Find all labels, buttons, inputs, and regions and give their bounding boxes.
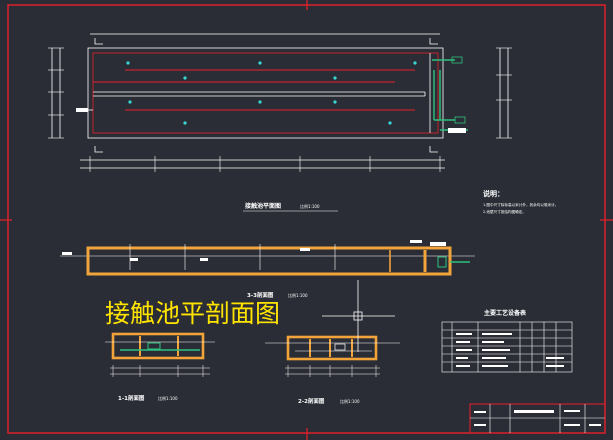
- plan-view: [48, 33, 512, 172]
- notes-line-2: 2.池壁尺寸按结构图确定。: [483, 209, 526, 214]
- title-block: [469, 403, 606, 434]
- long-section-3-3: [60, 240, 475, 276]
- title-block-entries: [474, 410, 601, 426]
- notes-line-1: 1.图中尺寸除标高以米计外，其余均以毫米计。: [483, 202, 558, 207]
- section-1-1: [105, 332, 215, 377]
- section-2-2: [265, 335, 400, 377]
- section-3-3-scale: 比例1:100: [288, 292, 308, 298]
- section-3-3-title: 3-3剖面图: [247, 291, 274, 299]
- crosshair-cursor: [322, 280, 395, 352]
- section-2-2-title: 2-2剖面图: [298, 397, 325, 405]
- section-1-1-scale: 比例1:100: [158, 395, 178, 401]
- plan-title: 接触池平面图: [244, 202, 281, 210]
- equipment-table-title: 主要工艺设备表: [484, 309, 527, 317]
- equipment-table: [441, 321, 573, 373]
- plan-scale: 比例1:100: [300, 203, 320, 209]
- notes-title: 说明：: [483, 189, 504, 198]
- equipment-table-entries: [456, 333, 564, 367]
- section-2-2-scale: 比例1:100: [340, 398, 360, 404]
- sheet-frame: [7, 4, 606, 434]
- section-1-1-title: 1-1剖面图: [118, 394, 145, 402]
- overlay-title: 接触池平剖面图: [105, 299, 280, 328]
